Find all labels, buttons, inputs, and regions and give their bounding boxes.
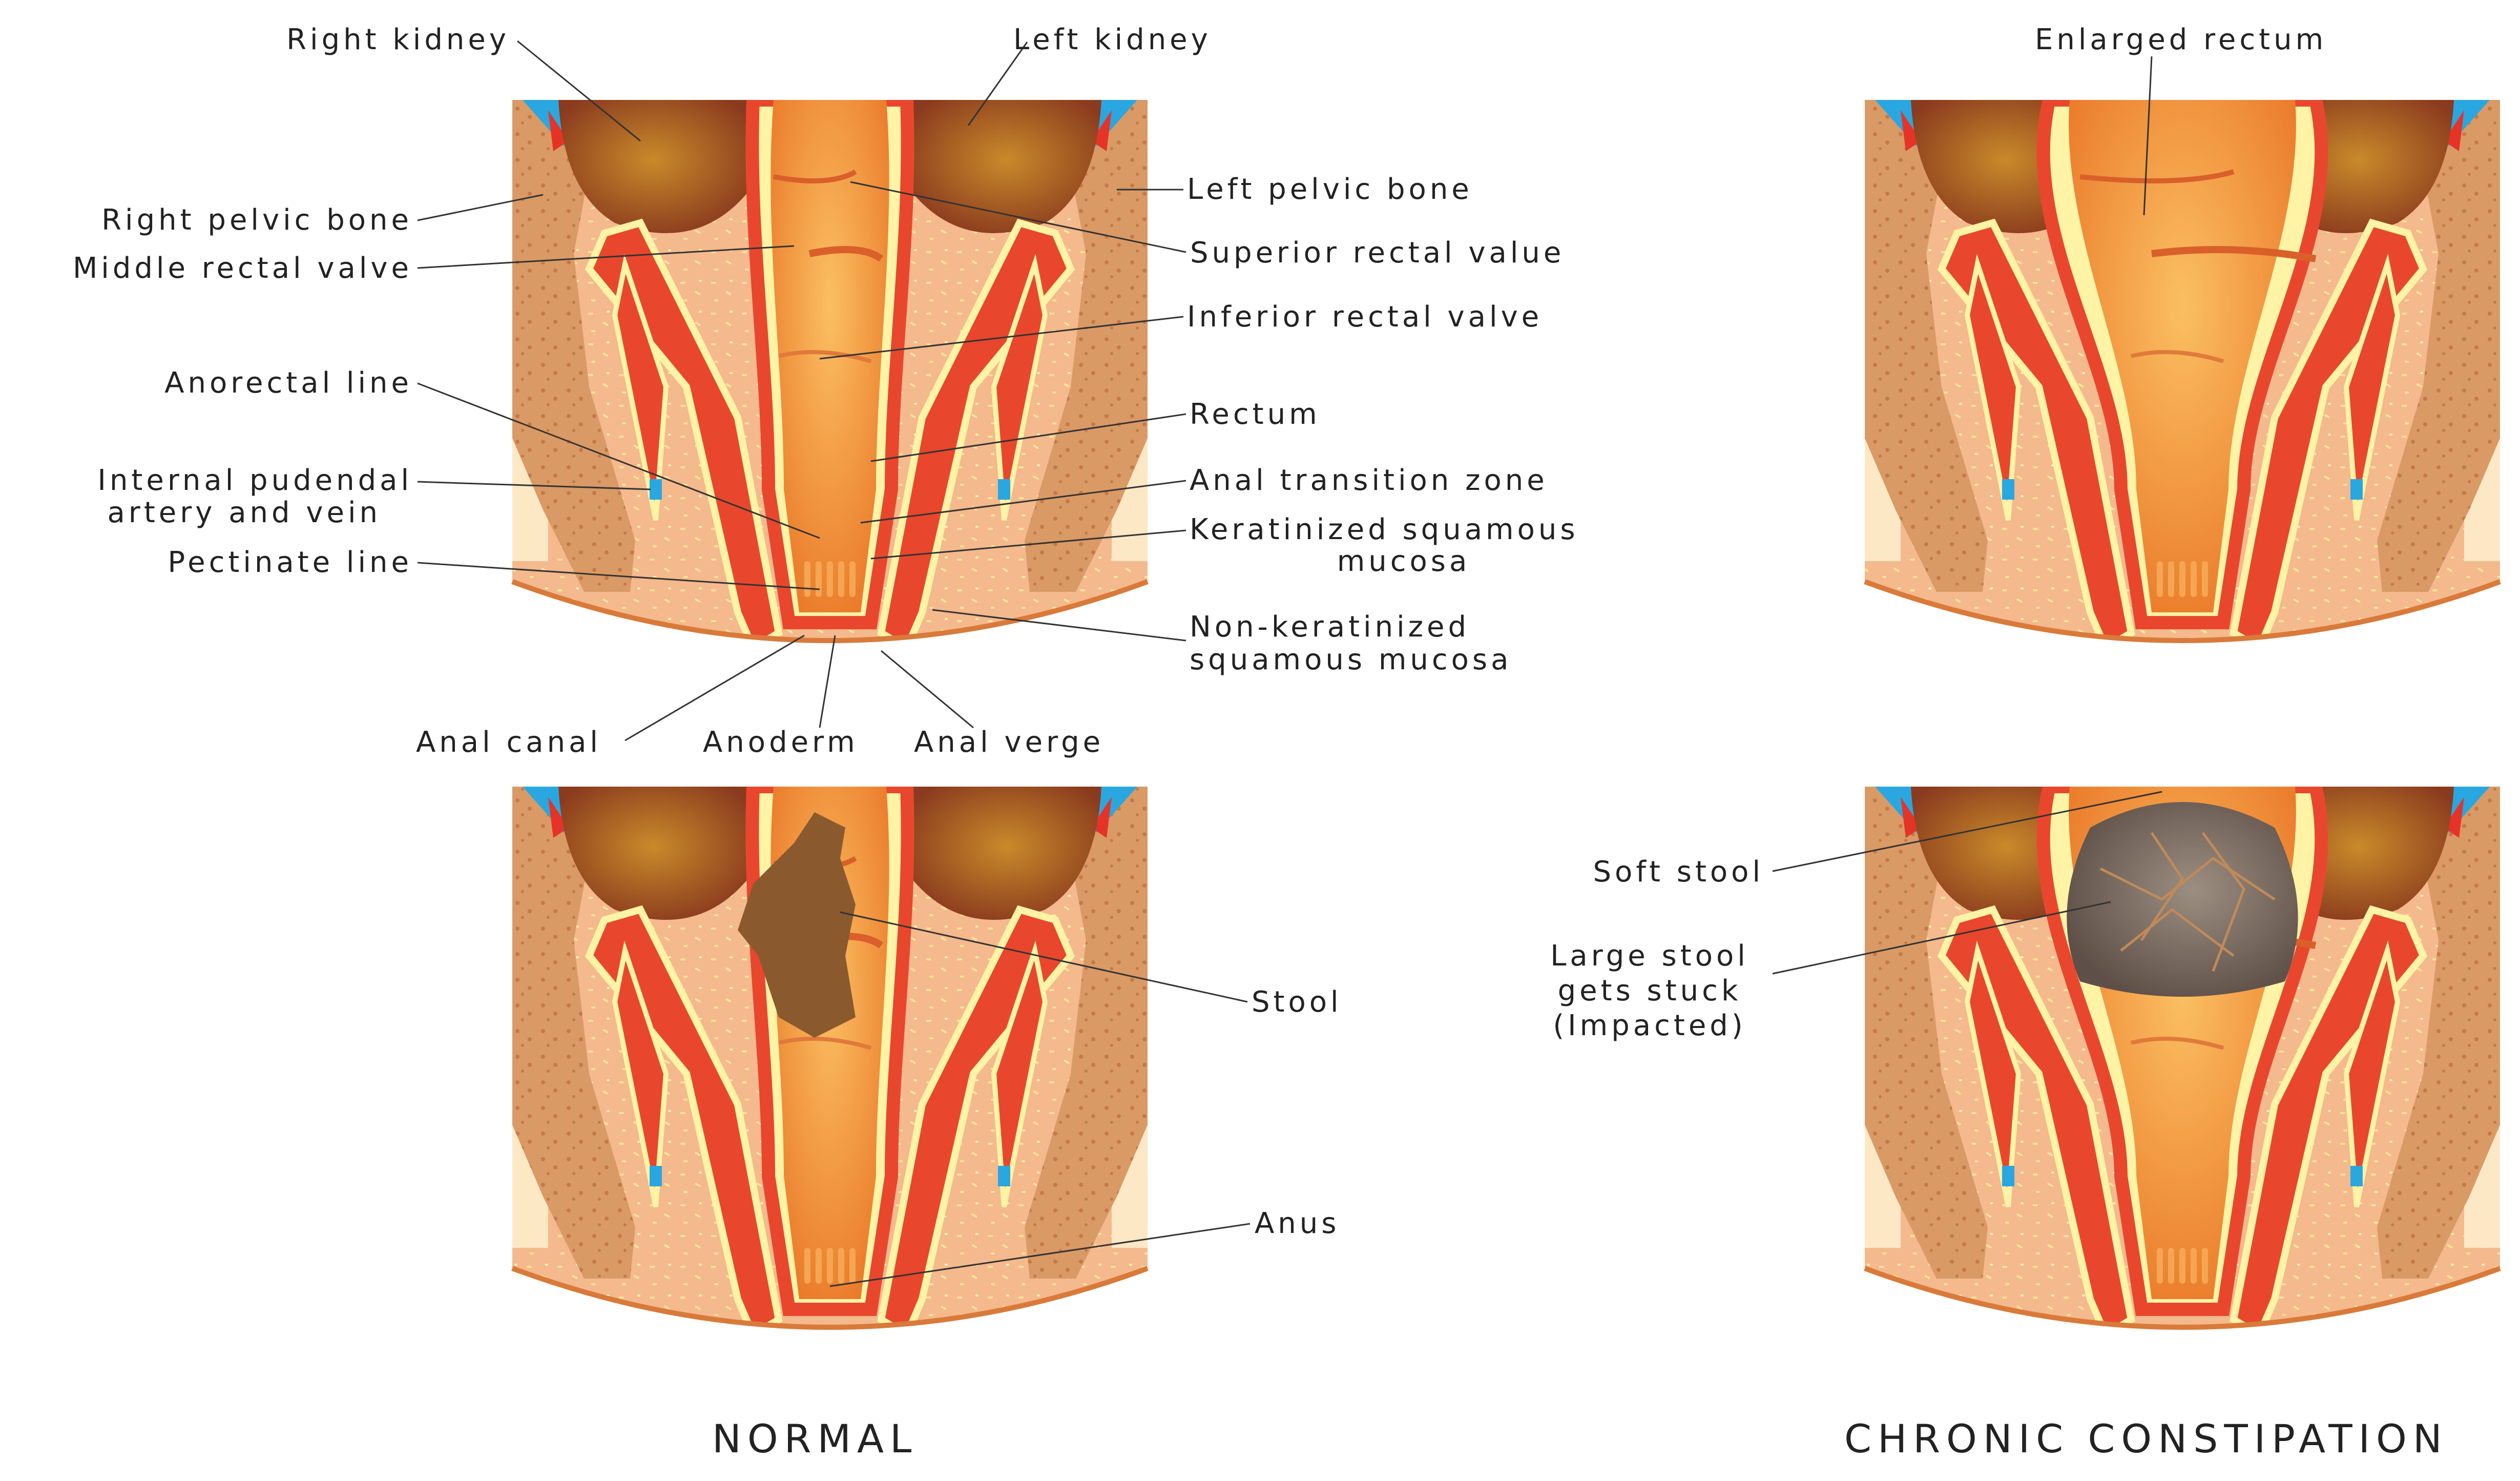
anal-column <box>2191 561 2197 597</box>
panel-normal-stool <box>512 787 1148 1355</box>
pudendal-vessel-right <box>2002 479 2014 500</box>
pudendal-vessel-right <box>2002 1166 2014 1186</box>
label-inferior-rectal-valve: Inferior rectal valve <box>1187 301 1543 334</box>
label-internal-pudendal-1: Internal pudendal <box>97 464 412 497</box>
label-pectinate-line: Pectinate line <box>168 546 412 579</box>
label-middle-rectal-valve: Middle rectal valve <box>73 252 412 285</box>
label-anal-verge: Anal verge <box>914 726 1104 759</box>
impacted-stool <box>2067 802 2298 997</box>
label-anal-canal: Anal canal <box>416 726 601 759</box>
anal-column <box>2202 561 2208 597</box>
anal-column <box>2202 1248 2208 1284</box>
label-large-stool-3: (Impacted) <box>1506 1010 1793 1042</box>
label-soft-stool: Soft stool <box>1593 856 1764 889</box>
label-anus: Anus <box>1255 1207 1340 1240</box>
label-right-pelvic-bone: Right pelvic bone <box>101 204 412 237</box>
label-right-kidney: Right kidney <box>286 24 510 56</box>
caption-normal: NORMAL <box>712 1416 918 1462</box>
anal-column <box>2168 561 2174 597</box>
pudendal-vessel-right <box>650 1166 662 1186</box>
anal-column <box>816 561 822 597</box>
label-rectum: Rectum <box>1190 398 1321 431</box>
pudendal-vessel-left <box>998 479 1010 500</box>
anal-column <box>2157 1248 2163 1284</box>
label-superior-rectal-value: Superior rectal value <box>1190 237 1565 270</box>
anal-column <box>827 561 833 597</box>
anal-column <box>804 561 810 597</box>
label-anorectal-line: Anorectal line <box>164 367 412 400</box>
label-non-keratinized-2: squamous mucosa <box>1190 644 1512 676</box>
leader-line <box>881 651 973 728</box>
anal-column <box>816 1248 822 1284</box>
label-internal-pudendal-2: artery and vein <box>107 497 381 529</box>
label-keratinized-1: Keratinized squamous <box>1190 513 1579 546</box>
label-large-stool-2: gets stuck <box>1506 975 1793 1007</box>
label-enlarged-rectum: Enlarged rectum <box>2035 24 2327 56</box>
anal-column <box>827 1248 833 1284</box>
label-stool: Stool <box>1252 986 1342 1019</box>
anal-column <box>2179 1248 2185 1284</box>
panel-enlarged-rectum <box>1865 100 2500 669</box>
caption-chronic-constipation: CHRONIC CONSTIPATION <box>1844 1416 2448 1462</box>
pudendal-vessel-left <box>2350 479 2363 500</box>
anal-column <box>804 1248 810 1284</box>
label-anal-transition-zone: Anal transition zone <box>1190 464 1548 497</box>
anal-column <box>2191 1248 2197 1284</box>
anal-column <box>2157 561 2163 597</box>
anal-column <box>838 561 844 597</box>
label-anoderm: Anoderm <box>703 726 859 759</box>
anal-column <box>849 1248 856 1284</box>
pudendal-vessel-left <box>998 1166 1010 1186</box>
anal-column <box>838 1248 844 1284</box>
leader-line <box>820 635 835 728</box>
pudendal-vessel-left <box>2350 1166 2363 1186</box>
label-keratinized-2: mucosa <box>1291 545 1516 578</box>
anal-column <box>2179 561 2185 597</box>
pudendal-vessel-right <box>650 479 662 500</box>
panel-normal-anatomy <box>512 100 1148 669</box>
label-left-kidney: Left kidney <box>1013 24 1212 56</box>
anal-column <box>849 561 856 597</box>
anal-column <box>2168 1248 2174 1284</box>
label-non-keratinized-1: Non-keratinized <box>1190 611 1470 644</box>
leader-line <box>625 635 804 740</box>
panel-impacted-stool <box>1865 787 2500 1355</box>
label-large-stool-1: Large stool <box>1506 940 1793 973</box>
label-left-pelvic-bone: Left pelvic bone <box>1187 173 1473 206</box>
